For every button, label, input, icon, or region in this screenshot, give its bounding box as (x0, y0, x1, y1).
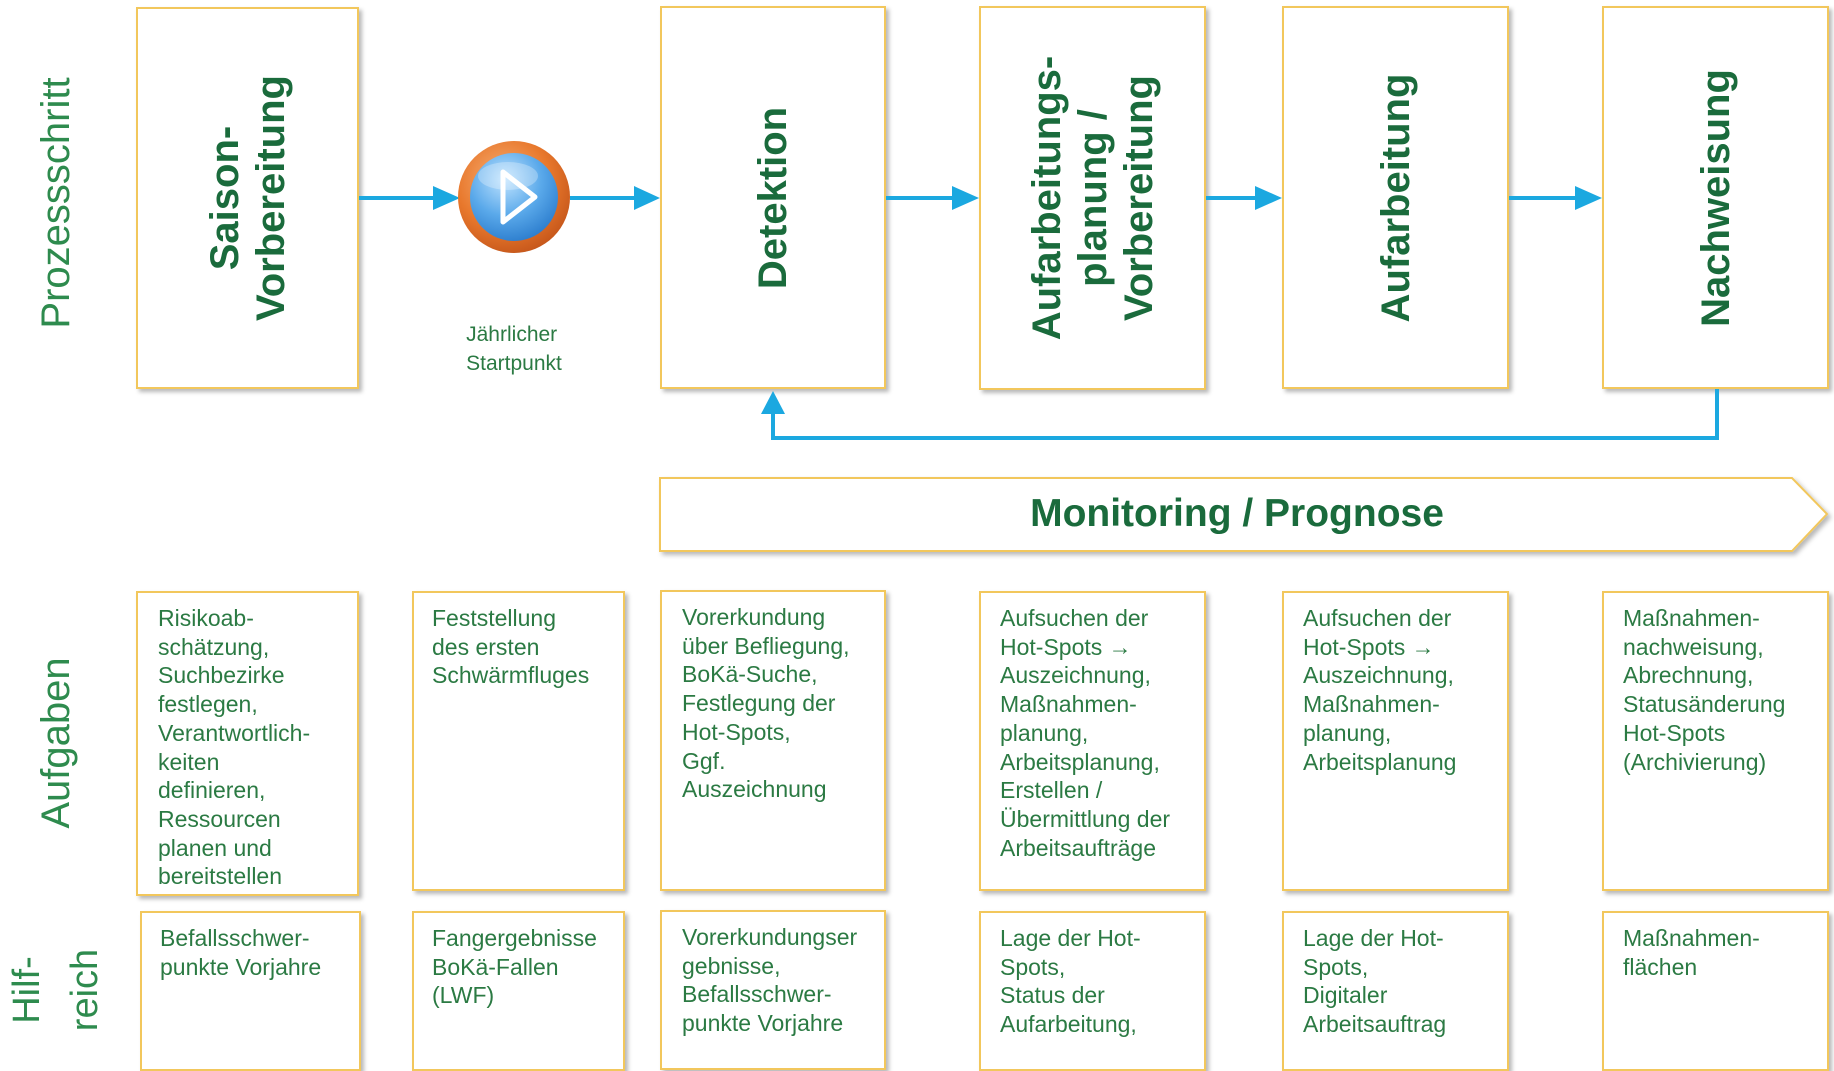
helpful-box: Lage der Hot- Spots, Status der Aufarbei… (979, 911, 1206, 1071)
monitoring-label: Monitoring / Prognose (1030, 492, 1444, 535)
task-text: Vorerkundung über Befliegung, BoKä-Suche… (682, 604, 850, 803)
task-text: Aufsuchen der Hot-Spots → Auszeichnung, … (1000, 605, 1171, 861)
stage-detektion: Detektion (660, 6, 886, 389)
task-box: Risikoab- schätzung, Suchbezirke festleg… (136, 591, 359, 896)
play-icon (458, 141, 570, 253)
helpful-text: Befallsschwer- punkte Vorjahre (160, 925, 322, 980)
stage-aufarbeitungsplanung: Aufarbeitungs- planung / Vorbereitung (979, 6, 1206, 390)
helpful-text: Lage der Hot- Spots, Digitaler Arbeitsau… (1303, 925, 1447, 1038)
helpful-box: Befallsschwer- punkte Vorjahre (140, 911, 361, 1071)
task-text: Risikoab- schätzung, Suchbezirke festleg… (158, 605, 311, 890)
task-box: Aufsuchen der Hot-Spots → Auszeichnung, … (979, 591, 1206, 891)
arrow-saison-to-start (359, 186, 460, 210)
monitoring-banner (659, 477, 1829, 552)
helpful-box: Maßnahmen- flächen (1602, 911, 1829, 1071)
task-text: Aufsuchen der Hot-Spots → Auszeichnung, … (1303, 605, 1457, 775)
task-box: Vorerkundung über Befliegung, BoKä-Suche… (660, 590, 886, 891)
stage-nachweisung: Nachweisung (1602, 6, 1829, 389)
arrow-feedback-loop (761, 389, 1719, 440)
task-text: Maßnahmen- nachweisung, Abrechnung, Stat… (1623, 605, 1786, 775)
stage-saison-vorbereitung: Saison- Vorbereitung (136, 7, 359, 389)
arrow-start-to-detektion (570, 186, 660, 210)
task-text: Feststellung des ersten Schwärmfluges (432, 605, 590, 689)
helpful-text: Maßnahmen- flächen (1623, 925, 1760, 980)
task-box: Aufsuchen der Hot-Spots → Auszeichnung, … (1282, 591, 1509, 891)
task-box: Feststellung des ersten Schwärmfluges (412, 591, 625, 891)
helpful-text: Vorerkundungser gebnisse, Befallsschwer-… (682, 924, 858, 1037)
task-box: Maßnahmen- nachweisung, Abrechnung, Stat… (1602, 591, 1829, 891)
arrow-detektion-to-planung (886, 186, 979, 210)
helpful-box: Lage der Hot- Spots, Digitaler Arbeitsau… (1282, 911, 1509, 1071)
stage-aufarbeitung: Aufarbeitung (1282, 6, 1509, 389)
arrow-planung-to-aufarbeitung (1206, 186, 1282, 210)
start-point-label: Jährlicher Startpunkt (466, 323, 562, 375)
helpful-box: Fangergebnisse BoKä-Fallen (LWF) (412, 911, 625, 1071)
helpful-box: Vorerkundungser gebnisse, Befallsschwer-… (660, 910, 886, 1070)
arrow-aufarbeitung-to-nachweisung (1509, 186, 1602, 210)
helpful-text: Fangergebnisse BoKä-Fallen (LWF) (432, 925, 597, 1009)
helpful-text: Lage der Hot- Spots, Status der Aufarbei… (1000, 925, 1141, 1038)
